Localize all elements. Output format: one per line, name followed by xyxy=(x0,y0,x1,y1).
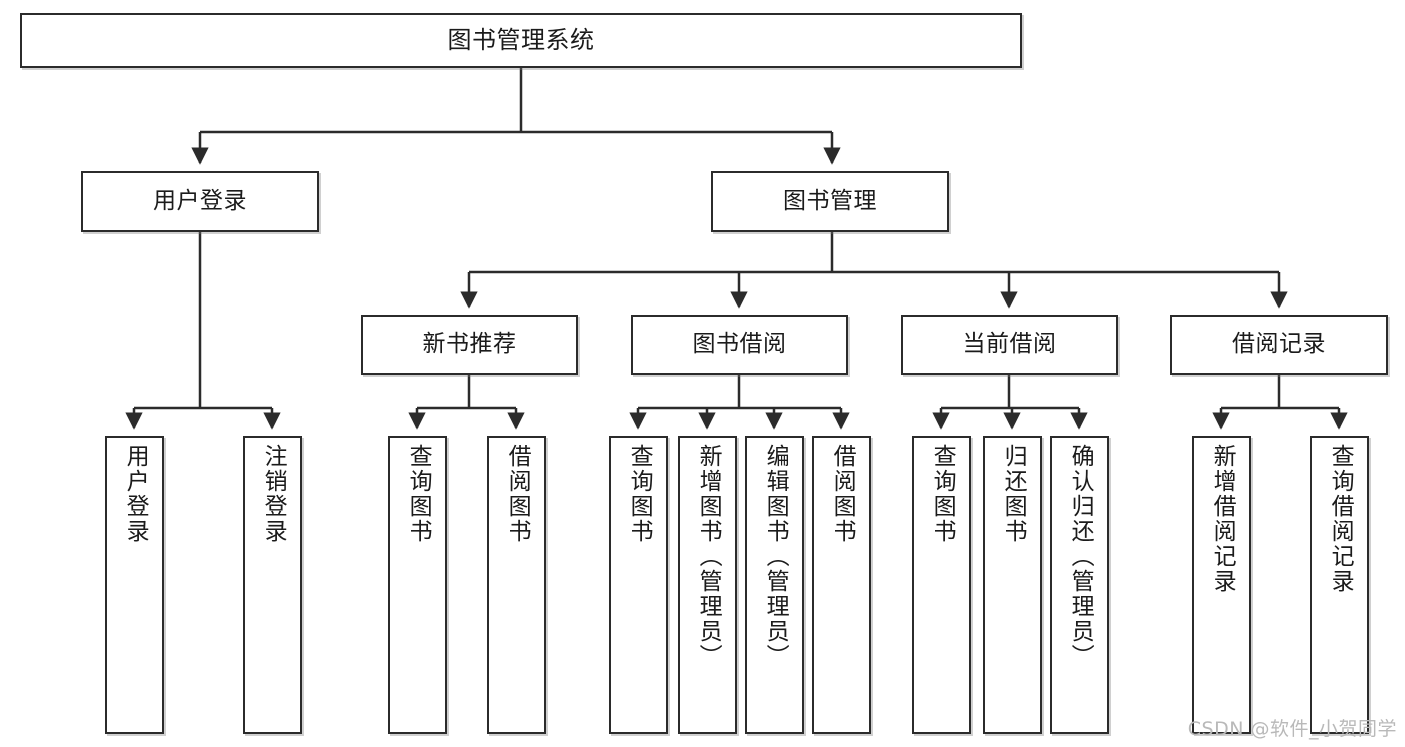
node-leaf-borrow-book-rec[interactable]: 借阅图书 xyxy=(487,436,546,734)
node-current-borrow[interactable]: 当前借阅 xyxy=(901,315,1118,375)
node-leaf-query-book-borrow-label: 查询图书 xyxy=(626,444,653,544)
node-book-manage[interactable]: 图书管理 xyxy=(711,171,949,232)
node-leaf-query-book-borrow[interactable]: 查询图书 xyxy=(609,436,668,734)
node-leaf-query-borrow-record[interactable]: 查询借阅记录 xyxy=(1310,436,1369,734)
node-leaf-query-book-current-label: 查询图书 xyxy=(929,444,956,544)
node-leaf-add-book-admin[interactable]: 新增图书（管理员） xyxy=(678,436,737,734)
node-leaf-return-book-label: 归还图书 xyxy=(1000,444,1027,544)
node-leaf-query-book-rec[interactable]: 查询图书 xyxy=(388,436,447,734)
node-leaf-confirm-return-admin[interactable]: 确认归还（管理员） xyxy=(1050,436,1109,734)
node-leaf-borrow-book[interactable]: 借阅图书 xyxy=(812,436,871,734)
node-leaf-add-borrow-record-label: 新增借阅记录 xyxy=(1209,444,1236,594)
node-leaf-logout[interactable]: 注销登录 xyxy=(243,436,302,734)
node-leaf-edit-book-admin-label: 编辑图书（管理员） xyxy=(762,444,789,669)
node-leaf-query-book-current[interactable]: 查询图书 xyxy=(912,436,971,734)
node-root-label: 图书管理系统 xyxy=(447,26,595,55)
node-borrow-record[interactable]: 借阅记录 xyxy=(1170,315,1388,375)
node-leaf-add-borrow-record[interactable]: 新增借阅记录 xyxy=(1192,436,1251,734)
node-book-borrow[interactable]: 图书借阅 xyxy=(631,315,848,375)
node-leaf-user-login-label: 用户登录 xyxy=(122,444,149,544)
node-leaf-borrow-book-label: 借阅图书 xyxy=(829,444,856,544)
node-leaf-logout-label: 注销登录 xyxy=(260,444,287,544)
node-leaf-user-login[interactable]: 用户登录 xyxy=(105,436,164,734)
node-leaf-add-book-admin-label: 新增图书（管理员） xyxy=(695,444,722,669)
node-book-manage-label: 图书管理 xyxy=(783,187,877,214)
node-leaf-query-borrow-record-label: 查询借阅记录 xyxy=(1327,444,1354,594)
node-leaf-edit-book-admin[interactable]: 编辑图书（管理员） xyxy=(745,436,804,734)
node-new-book-recommend-label: 新书推荐 xyxy=(422,331,517,358)
node-borrow-record-label: 借阅记录 xyxy=(1232,331,1326,358)
node-user-login[interactable]: 用户登录 xyxy=(81,171,319,232)
node-new-book-recommend[interactable]: 新书推荐 xyxy=(361,315,578,375)
node-leaf-return-book[interactable]: 归还图书 xyxy=(983,436,1042,734)
watermark-text: CSDN @软件_小贺同学 xyxy=(1187,718,1397,740)
node-current-borrow-label: 当前借阅 xyxy=(962,331,1057,358)
node-user-login-label: 用户登录 xyxy=(153,187,247,214)
node-root[interactable]: 图书管理系统 xyxy=(20,13,1022,68)
node-leaf-confirm-return-admin-label: 确认归还（管理员） xyxy=(1067,444,1094,669)
node-leaf-borrow-book-rec-label: 借阅图书 xyxy=(504,444,531,544)
node-leaf-query-book-rec-label: 查询图书 xyxy=(405,444,432,544)
node-book-borrow-label: 图书借阅 xyxy=(692,331,787,358)
